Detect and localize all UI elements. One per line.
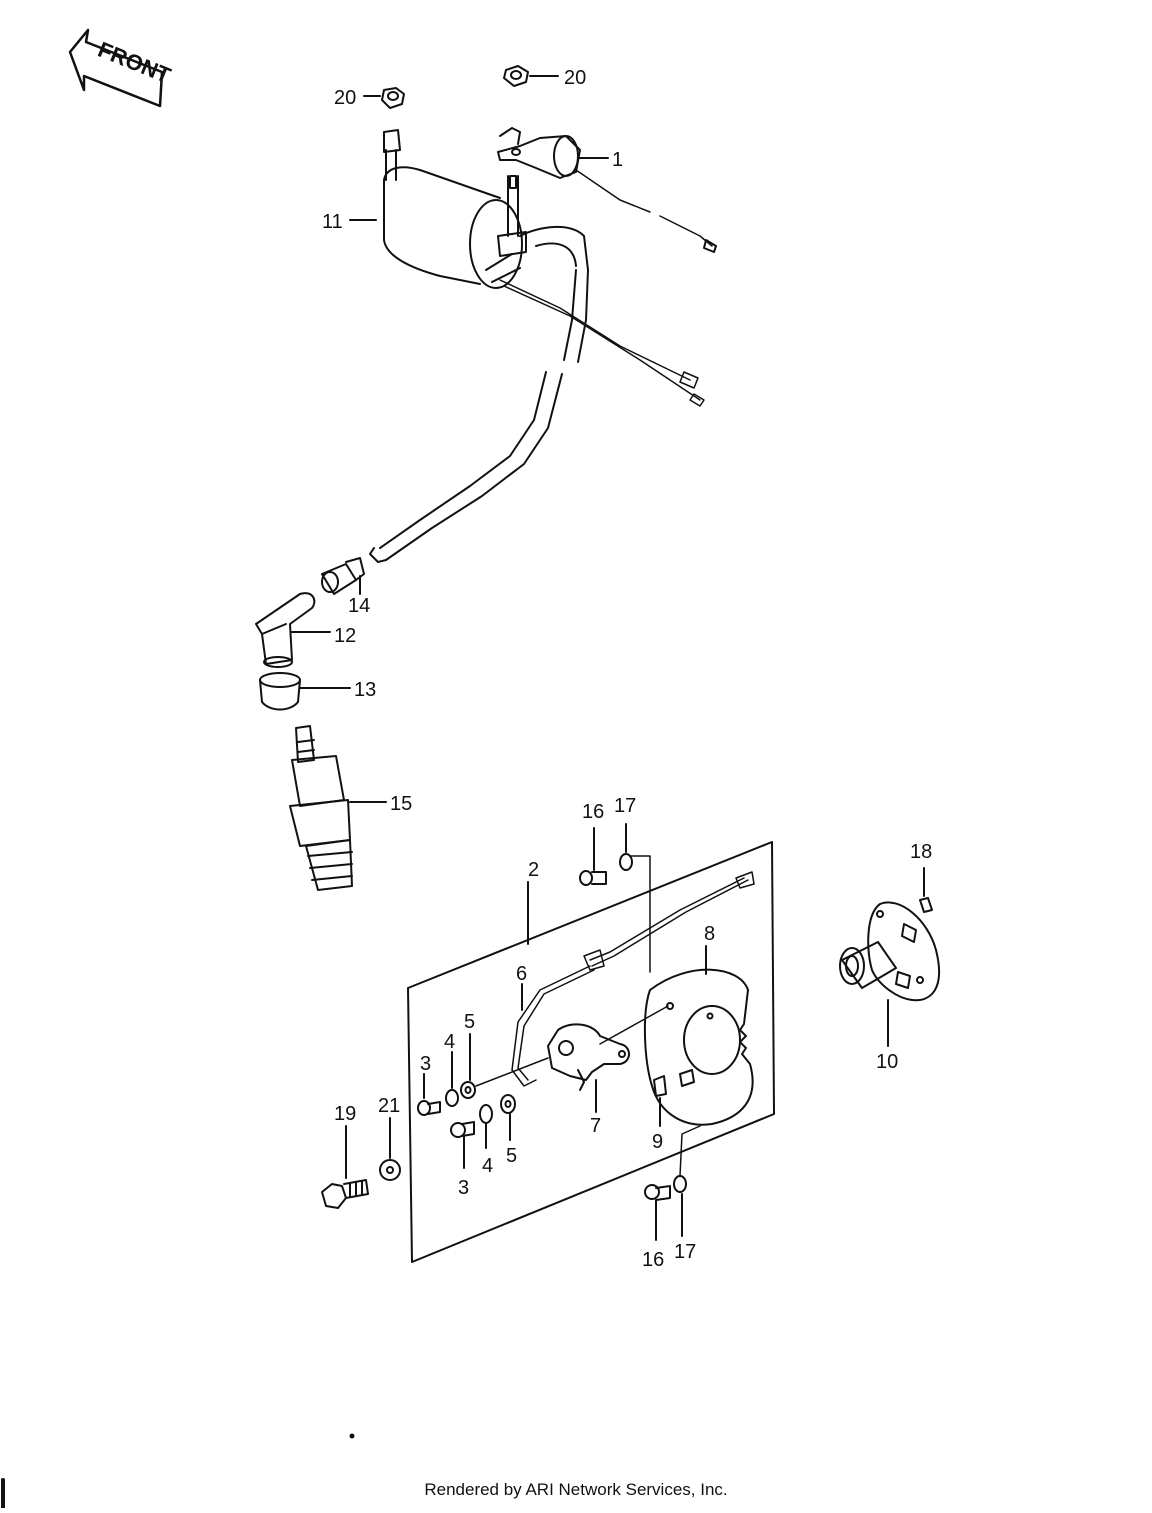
washer-part-5-lower	[500, 1094, 516, 1114]
leader-17-plate	[629, 855, 651, 973]
front-label: FRONT	[95, 37, 175, 89]
cap-part-13	[259, 672, 301, 711]
footer-credit: Rendered by ARI Network Services, Inc.	[424, 1480, 728, 1499]
pin-part-18	[919, 897, 933, 913]
front-arrow-icon	[68, 28, 164, 108]
contact-breaker-part-7	[547, 1005, 669, 1091]
screw-part-16-top	[579, 870, 607, 886]
spark-advancer-part-10	[839, 901, 941, 1002]
plate-part-8	[643, 968, 754, 1126]
leader-17-bottom-plate	[679, 1125, 701, 1177]
callout-17-bottom: 17	[674, 1241, 696, 1263]
callout-18: 18	[910, 841, 932, 863]
bolt-part-19	[321, 1179, 369, 1209]
screw-part-16-bottom	[644, 1184, 671, 1201]
cap-part-14	[321, 557, 365, 595]
callout-21: 21	[378, 1095, 400, 1117]
washer-part-17-bottom	[673, 1175, 687, 1193]
washer-part-17-top	[619, 853, 633, 871]
callout-3-upper: 3	[420, 1053, 431, 1075]
washer-part-21	[379, 1159, 401, 1181]
felt-part-9	[653, 1069, 695, 1097]
callout-8: 8	[704, 923, 715, 945]
lead-wire-part-6	[511, 871, 755, 1087]
callout-17-top: 17	[614, 795, 636, 817]
screw-part-3-lower	[450, 1121, 475, 1138]
ignition-coil-part-11	[383, 129, 589, 289]
callout-16-bottom: 16	[642, 1249, 664, 1271]
callout-6: 6	[516, 963, 527, 985]
callout-4-upper: 4	[444, 1031, 455, 1053]
callout-7: 7	[590, 1115, 601, 1137]
breaker-plate-assembly-outline	[407, 841, 775, 1263]
callout-2: 2	[528, 859, 539, 881]
callout-20-left: 20	[334, 87, 356, 109]
callout-14: 14	[348, 595, 370, 617]
callout-12: 12	[334, 625, 356, 647]
callout-19: 19	[334, 1103, 356, 1125]
callout-3-lower: 3	[458, 1177, 469, 1199]
leader-5-breaker	[475, 1057, 549, 1087]
nut-20-left	[381, 87, 405, 109]
screw-part-3-upper	[417, 1100, 441, 1116]
callout-5-lower: 5	[506, 1145, 517, 1167]
callout-20-top: 20	[564, 67, 586, 89]
callout-1: 1	[612, 149, 623, 171]
coil-wire-leads	[499, 279, 705, 407]
nut-20-top	[503, 65, 529, 87]
callout-11: 11	[322, 211, 343, 233]
spark-plug-part-15	[289, 725, 353, 891]
washer-part-5-upper	[460, 1081, 476, 1099]
lockwasher-part-4-upper	[445, 1089, 459, 1107]
callout-numbers: 20 20 1 11 14 12 13 15 16 17 2 18 8 6 5 …	[322, 67, 932, 1271]
stray-mark	[349, 1433, 355, 1439]
callout-15: 15	[390, 793, 412, 815]
plug-boot-part-12	[255, 592, 316, 668]
callout-13: 13	[354, 679, 376, 701]
callout-10: 10	[876, 1051, 898, 1073]
callout-5-upper: 5	[464, 1011, 475, 1033]
callout-4-lower: 4	[482, 1155, 493, 1177]
high-tension-lead	[369, 269, 589, 563]
lockwasher-part-4-lower	[479, 1104, 493, 1124]
capacitor-part-1	[497, 127, 717, 253]
callout-9: 9	[652, 1131, 663, 1153]
callout-16-top: 16	[582, 801, 604, 823]
